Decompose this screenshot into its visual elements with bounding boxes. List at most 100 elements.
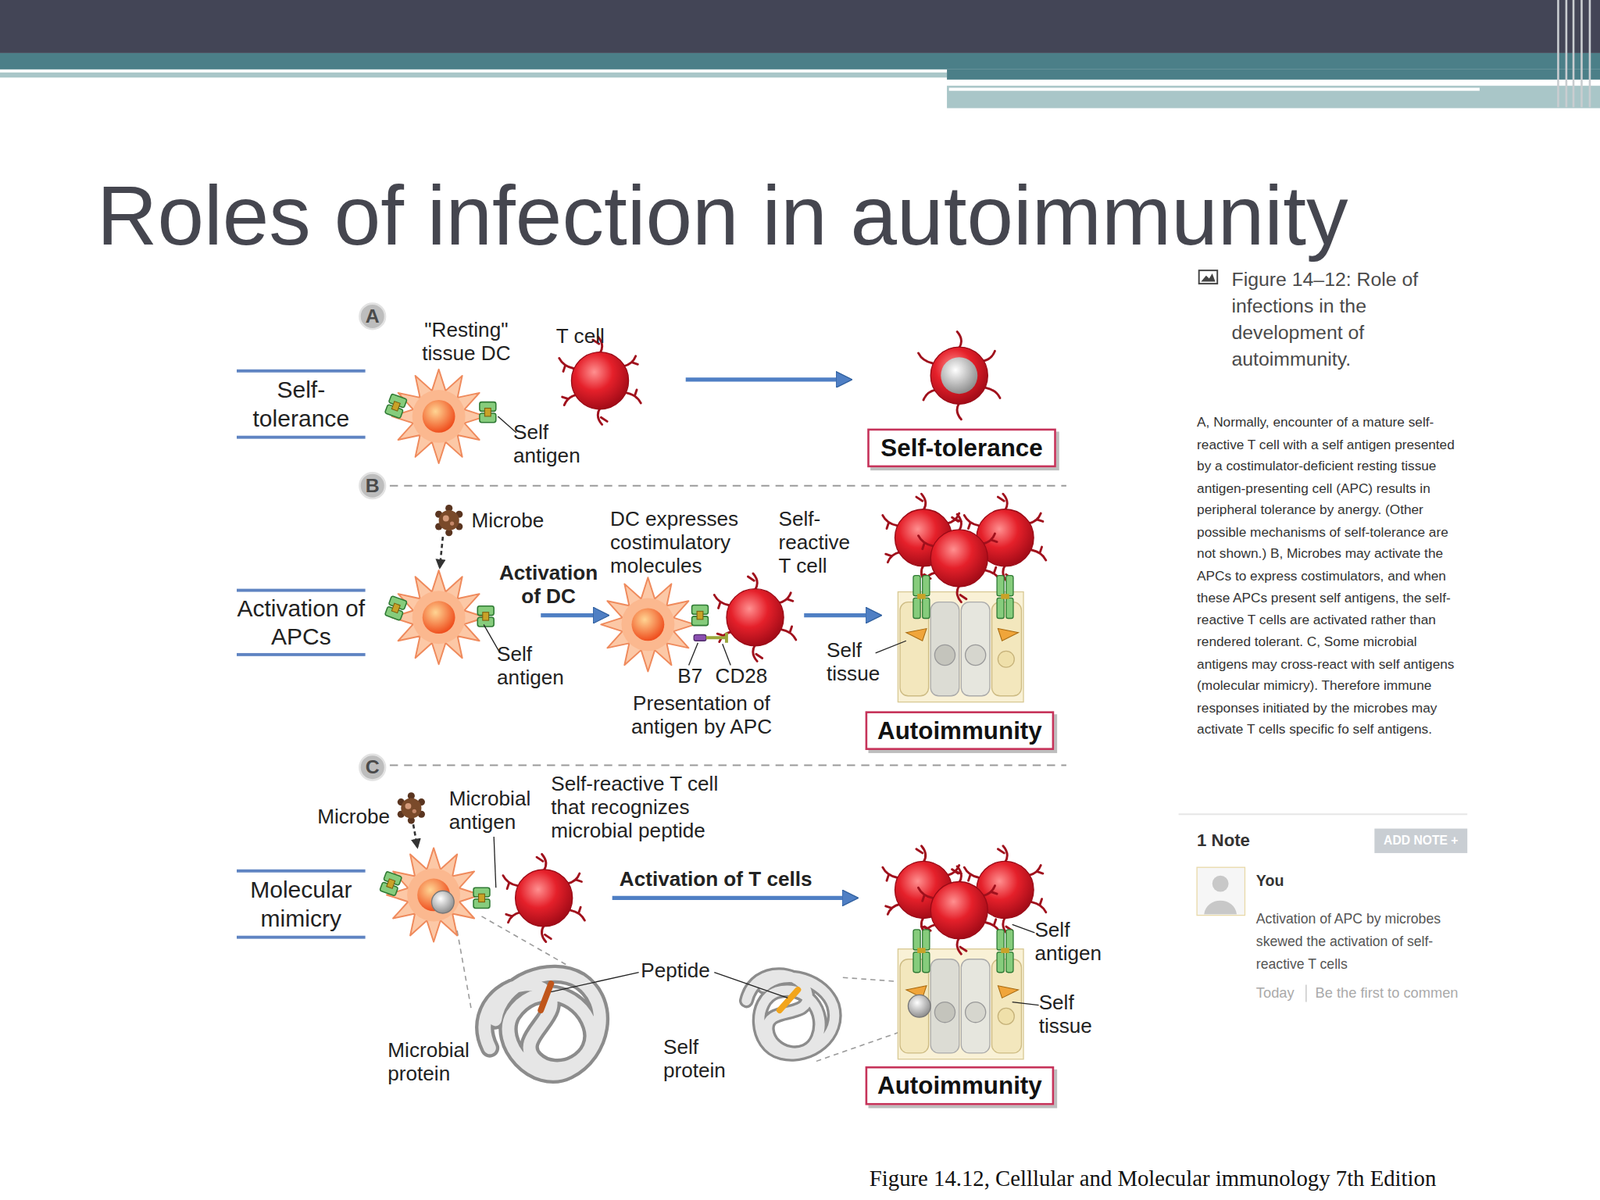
mhc-molecule [473, 887, 490, 908]
process-arrow [612, 896, 856, 900]
mhc-molecule [692, 605, 709, 626]
node-text: Molecular mimicry [236, 875, 366, 933]
dendritic-cell [392, 369, 486, 464]
mhc-molecule [477, 606, 494, 627]
molecule-label: B7 [677, 664, 703, 688]
t-cell [559, 336, 641, 425]
note-comment-link: Be the first to commen [1315, 983, 1459, 1003]
ingested-microbe [431, 890, 454, 914]
node-text: A [365, 305, 380, 329]
row-label-band: Self-tolerance [236, 369, 366, 440]
outcome-box: Self-tolerance [867, 428, 1057, 468]
mhc-molecule [479, 402, 497, 423]
annotation: DC expresses costimulatory molecules [610, 507, 754, 578]
mhc-molecule [384, 596, 408, 622]
header-band [946, 85, 1600, 109]
circle-outline [359, 472, 386, 499]
leader-line [1012, 1002, 1040, 1006]
node-text: B [365, 474, 380, 497]
dendritic-cell [392, 570, 486, 665]
antigen-label: Self antigen [496, 642, 579, 690]
panel-letter: C [357, 753, 387, 783]
header-band [0, 53, 1600, 70]
node-text: Autoimmunity [877, 716, 1043, 746]
process-arrow [685, 377, 850, 382]
header-band [946, 69, 1600, 80]
node-text: ADD NOTE + [1383, 833, 1458, 848]
avatar [1196, 867, 1245, 915]
row-label-band: Molecular mimicry [236, 869, 366, 940]
tcr-receptor [996, 575, 1014, 619]
microbe [397, 792, 425, 824]
leader-line [875, 640, 907, 654]
dendritic-cell [386, 847, 481, 942]
arrow-label: Activation of DC [489, 560, 608, 608]
microbe-label: Microbe [317, 805, 390, 829]
header-bar [0, 0, 1600, 54]
peptide-label: Peptide [640, 959, 711, 983]
tcr-receptor [913, 929, 930, 973]
self-peptide [779, 989, 799, 1011]
t-cell [918, 514, 1000, 602]
protein-label: Self protein [663, 1035, 735, 1083]
anergic-t-cell [918, 331, 1000, 419]
image-icon [1200, 273, 1215, 282]
tissue-antigen [907, 994, 931, 1018]
node-text: C [365, 756, 380, 779]
circle-outline [359, 754, 386, 781]
node-text: Self-tolerance [236, 375, 366, 433]
dendritic-cell [600, 577, 695, 672]
arrow-label: Activation of T cells [619, 867, 813, 891]
tissue-label: Self tissue [1039, 990, 1106, 1038]
microbial-peptide [540, 983, 551, 1011]
circle-outline [359, 303, 386, 330]
b7-molecule [693, 634, 707, 641]
avatar [1203, 900, 1237, 915]
cell-label: Self-reactive T cell that recognizes mic… [550, 772, 745, 843]
figure-legend-text: A, Normally, encounter of a mature self-… [1196, 410, 1471, 740]
molecule-label: CD28 [715, 664, 768, 688]
leader-line [722, 643, 731, 665]
node-text: Autoimmunity [877, 1071, 1043, 1100]
mhc-molecule [379, 871, 403, 897]
header-stripes [1557, 0, 1590, 108]
microbe [435, 504, 463, 536]
header-line [949, 87, 1480, 91]
t-cell [714, 573, 796, 661]
note-author: You [1256, 870, 1285, 891]
microbe-label: Microbe [471, 509, 544, 533]
annotation: Presentation of antigen by APC [617, 692, 786, 740]
node-text: Self-tolerance [880, 433, 1043, 463]
t-cell [918, 866, 1000, 954]
tcr-receptor [996, 929, 1014, 973]
node-text: Activation of APCs [236, 593, 366, 651]
avatar [1212, 875, 1229, 893]
dashed-arrow [439, 536, 443, 568]
outcome-box: Autoimmunity [865, 710, 1055, 750]
figure-caption: Figure 14.12, Celllular and Molecular im… [869, 1167, 1436, 1190]
protein-coil [484, 974, 600, 1075]
separator [1305, 984, 1308, 1002]
add-note-button: ADD NOTE + [1374, 828, 1468, 854]
antigen-label: Self antigen [513, 420, 595, 468]
cd28-molecule [706, 632, 727, 643]
protein-coil [730, 954, 849, 1072]
process-arrow [803, 613, 879, 618]
tissue-label: Self tissue [826, 639, 893, 686]
separator [1178, 813, 1468, 815]
antigen-label: Microbial antigen [449, 786, 547, 834]
figure-heading: Figure 14–12: Role of infections in the … [1231, 266, 1441, 373]
leader-line [493, 836, 497, 888]
image-icon [1199, 270, 1218, 284]
antigen-label: Self antigen [1034, 918, 1116, 966]
mhc-molecule [384, 393, 408, 419]
leader-line [689, 642, 699, 666]
protein-label: Microbial protein [387, 1039, 485, 1086]
tcr-receptor [913, 575, 930, 619]
leader-line [1012, 924, 1036, 933]
header-line [0, 72, 947, 79]
process-arrow [540, 613, 607, 618]
cell-label: T cell [556, 324, 605, 348]
row-label-band: Activation of APCs [236, 589, 366, 657]
